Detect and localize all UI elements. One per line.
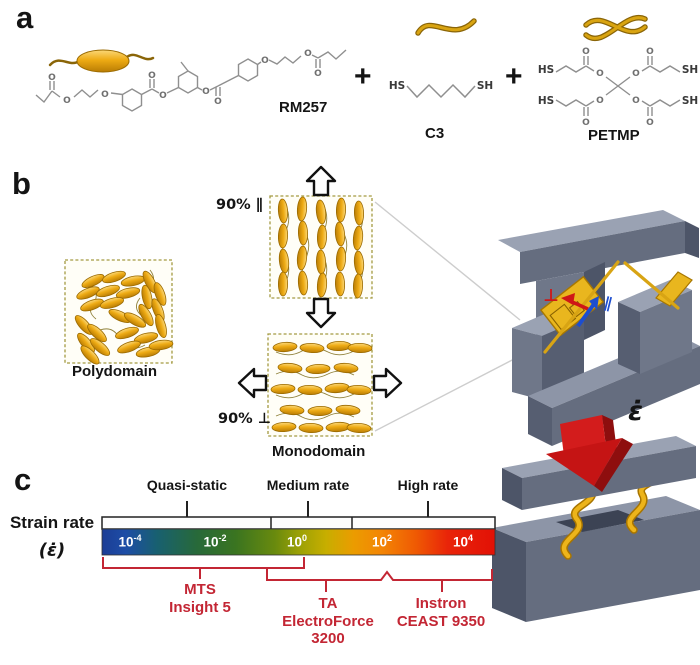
tick-exp: -2	[218, 533, 227, 543]
tick-exp: -4	[133, 533, 142, 543]
petmp-icon	[583, 14, 648, 41]
svg-text:O: O	[48, 73, 56, 83]
equipment-instron: Instron CEAST 9350	[397, 595, 485, 630]
stretch-up-arrow	[305, 165, 337, 197]
svg-text:O: O	[159, 91, 167, 101]
panel-a-label: a	[16, 0, 34, 35]
equipment-line: MTS	[184, 581, 216, 598]
svg-text:SH: SH	[477, 80, 493, 92]
svg-text:HS: HS	[538, 95, 554, 107]
svg-text:HS: HS	[389, 80, 405, 92]
plus-sign-1: +	[354, 60, 372, 93]
tick-base: 10	[118, 534, 134, 550]
polydomain-label: Polydomain	[72, 363, 158, 380]
parallel-arrow	[576, 296, 599, 328]
scale-tick-1e2: 102	[372, 534, 392, 549]
equipment-mts: MTS Insight 5	[169, 581, 231, 616]
svg-text:O: O	[646, 118, 654, 128]
tick-base: 10	[286, 534, 303, 550]
stretch-left-arrow	[237, 367, 268, 399]
svg-text:O: O	[202, 87, 210, 97]
svg-text:HS: HS	[538, 64, 554, 76]
perpendicular-arrow	[561, 293, 589, 311]
stretch-down-arrow	[305, 297, 337, 329]
svg-text:O: O	[596, 69, 604, 79]
petmp-structure: O O O O O O O O HS SH HS SH	[538, 47, 698, 128]
scale-tick-1e0: 100	[287, 534, 307, 549]
svg-text:O: O	[261, 56, 269, 66]
equipment-line: 3200	[311, 630, 345, 648]
equipment-ta: TA ElectroForce 3200	[282, 595, 374, 648]
tick-base: 10	[371, 534, 388, 550]
tick-exp: 0	[302, 533, 308, 543]
svg-text:SH: SH	[682, 64, 698, 76]
compression-fixture-3d	[492, 415, 700, 622]
svg-text:O: O	[596, 96, 604, 106]
svg-text:O: O	[582, 47, 590, 57]
tick-exp: 2	[387, 533, 393, 543]
shear-fixture-3d: ⊥ ∥	[498, 210, 700, 446]
parallel-symbol: ∥	[602, 293, 614, 312]
regime-high-rate: High rate	[397, 477, 459, 493]
c3-structure: HS SH	[389, 80, 493, 99]
svg-text:O: O	[101, 90, 109, 100]
svg-text:SH: SH	[682, 95, 698, 107]
stretch-right-arrow	[372, 367, 403, 399]
equipment-line: TA	[318, 595, 338, 612]
c3-label: C3	[425, 125, 445, 142]
strain-rate-axis-symbol: (ε̇)	[38, 540, 66, 561]
parallel-fraction-label: 90% ∥	[216, 197, 264, 213]
monodomain-box	[267, 333, 373, 437]
petmp-label: PETMP	[588, 127, 640, 144]
rate-scale	[101, 501, 496, 592]
perpendicular-symbol: ⊥	[543, 286, 559, 306]
magnifier-lines	[374, 201, 521, 432]
tick-exp: 4	[468, 533, 474, 543]
scale-tick-1e4: 104	[453, 534, 473, 549]
polydomain-box	[64, 259, 174, 368]
scale-tick-1e-2: 10-2	[203, 534, 226, 549]
perpendicular-fraction-label: 90% ⊥	[218, 411, 272, 427]
rm257-label: RM257	[279, 99, 328, 116]
svg-text:O: O	[632, 69, 640, 79]
equipment-line: ElectroForce	[282, 612, 374, 630]
panel-c-label: c	[14, 462, 32, 497]
parallel-box	[269, 195, 373, 299]
strain-rate-symbol: ε̇	[628, 396, 644, 427]
equipment-braces	[102, 557, 493, 592]
regime-strip	[101, 516, 496, 530]
svg-text:O: O	[63, 96, 71, 106]
tick-base: 10	[203, 534, 219, 550]
tick-base: 10	[452, 534, 469, 550]
monodomain-label: Monodomain	[272, 443, 366, 460]
gold-rod-right	[623, 261, 680, 310]
lce-wave-left	[560, 484, 597, 560]
panel-b-label: b	[12, 166, 31, 201]
plus-sign-2: +	[505, 60, 523, 93]
equipment-line: Instron	[415, 595, 467, 612]
svg-text:O: O	[632, 96, 640, 106]
svg-text:O: O	[214, 97, 222, 107]
svg-text:O: O	[304, 49, 312, 59]
regime-quasi-static: Quasi-static	[146, 477, 228, 493]
scale-tick-1e-4: 10-4	[118, 534, 141, 549]
svg-text:O: O	[646, 47, 654, 57]
strain-rate-arrow	[546, 415, 633, 492]
svg-text:O: O	[314, 69, 322, 79]
regime-medium-rate: Medium rate	[266, 477, 350, 493]
mesogen-icon	[48, 49, 155, 73]
equipment-line: CEAST 9350	[396, 612, 486, 630]
svg-text:O: O	[582, 118, 590, 128]
svg-text:O: O	[148, 71, 156, 81]
rate-gradient-bar	[101, 528, 496, 556]
strain-rate-axis-label: Strain rate	[9, 513, 95, 532]
equipment-line: Insight 5	[169, 598, 231, 616]
c3-icon	[415, 18, 477, 36]
rm257-structure: O O O O O O O O O O	[35, 49, 347, 112]
